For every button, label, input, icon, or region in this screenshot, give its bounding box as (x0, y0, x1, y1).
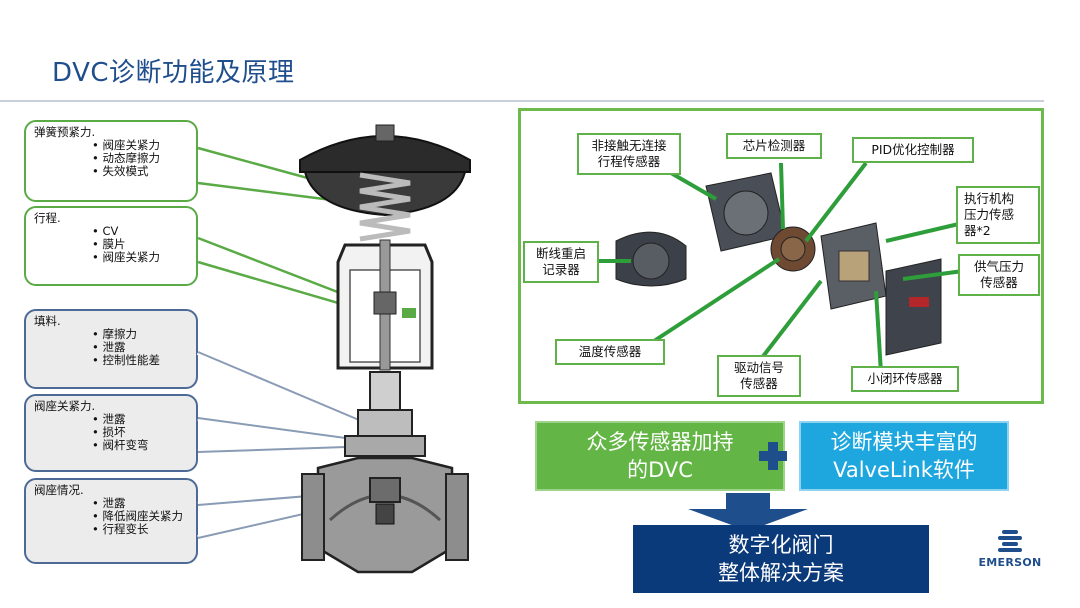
callout-heading: 阀座情况. (34, 483, 84, 497)
callout-travel: 行程. CV 膜片 阀座关紧力 (24, 206, 198, 286)
callout-heading: 弹簧预紧力. (34, 125, 96, 139)
callout-heading: 阀座关紧力. (34, 399, 96, 413)
callout-spring-preload: 弹簧预紧力. 阀座关紧力 动态摩擦力 失效模式 (24, 120, 198, 202)
callout-item: 阀座关紧力 (92, 139, 188, 152)
callout-seat-load: 阀座关紧力. 泄露 损坏 阀杆变弯 (24, 394, 198, 472)
valvelink-box-line1: 诊断模块丰富的 (830, 430, 978, 454)
callout-item: 动态摩擦力 (92, 152, 188, 165)
label-closed-loop-sensor: 小闭环传感器 (851, 366, 959, 392)
plus-icon (759, 442, 787, 470)
solution-line2: 整体解决方案 (718, 561, 844, 585)
callout-item: 阀座关紧力 (92, 251, 188, 264)
callout-item: 膜片 (92, 238, 188, 251)
callout-heading: 填料. (34, 314, 61, 328)
callout-item: 阀杆变弯 (92, 439, 188, 452)
dvc-sensors-box: 众多传感器加持 的DVC (535, 421, 785, 491)
callout-item: 损坏 (92, 426, 188, 439)
callout-item: 控制性能差 (92, 354, 188, 367)
callout-item: 泄露 (92, 413, 188, 426)
callout-item: 降低阀座关紧力 (92, 510, 188, 523)
solution-line1: 数字化阀门 (728, 533, 834, 557)
emerson-logo-text: EMERSON (978, 556, 1042, 569)
label-temperature-sensor: 温度传感器 (555, 339, 665, 365)
label-break-restart-recorder: 断线重启 记录器 (523, 241, 599, 283)
digital-valve-solution-box: 数字化阀门 整体解决方案 (633, 525, 929, 593)
valvelink-box-line2: ValveLink软件 (833, 458, 975, 482)
callout-heading: 行程. (34, 211, 61, 225)
dvc-box-line1: 众多传感器加持 (586, 430, 734, 454)
dvc-exploded-view (593, 161, 964, 374)
callout-seat-condition: 阀座情况. 泄露 降低阀座关紧力 行程变长 (24, 478, 198, 564)
emerson-logo-icon (998, 530, 1022, 552)
arrow-down-icon (688, 493, 808, 531)
label-supply-pressure-sensor: 供气压力 传感器 (958, 254, 1040, 296)
title-divider (0, 100, 1044, 102)
label-pid-controller: PID优化控制器 (852, 137, 974, 163)
callout-item: 行程变长 (92, 523, 188, 536)
label-drive-signal-sensor: 驱动信号 传感器 (717, 355, 801, 397)
valvelink-box: 诊断模块丰富的 ValveLink软件 (799, 421, 1009, 491)
sensor-diagram-frame: 非接触无连接 行程传感器 芯片检测器 PID优化控制器 执行机构 压力传感 器*… (518, 108, 1044, 404)
callout-packing: 填料. 摩擦力 泄露 控制性能差 (24, 309, 198, 389)
dvc-box-line2: 的DVC (627, 458, 693, 482)
callout-item: CV (92, 225, 188, 238)
callout-item: 失效模式 (92, 165, 188, 178)
callout-item: 摩擦力 (92, 328, 188, 341)
callout-item: 泄露 (92, 497, 188, 510)
callout-item: 泄露 (92, 341, 188, 354)
label-non-contact-travel-sensor: 非接触无连接 行程传感器 (577, 133, 681, 175)
page-title: DVC诊断功能及原理 (52, 58, 295, 88)
label-actuator-pressure-sensor: 执行机构 压力传感 器*2 (956, 186, 1040, 244)
label-chip-detector: 芯片检测器 (726, 133, 822, 159)
